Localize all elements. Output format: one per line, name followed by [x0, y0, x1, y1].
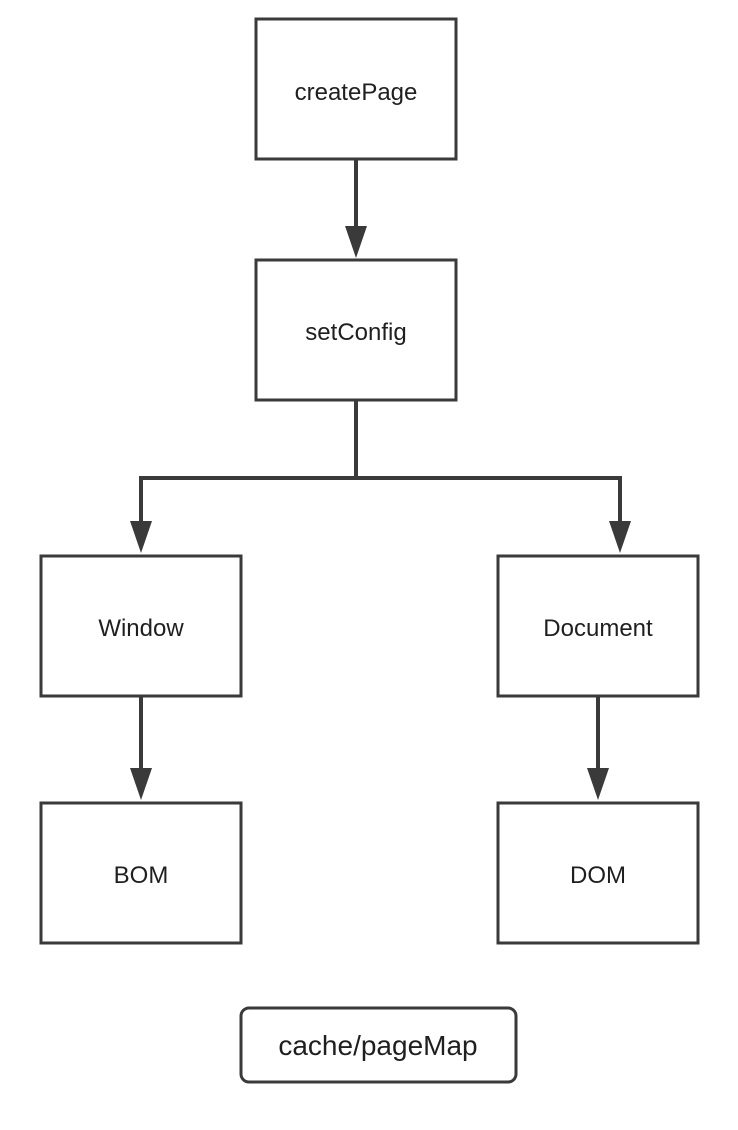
arrowhead-dom: [587, 768, 609, 800]
cache-pagemap-box: cache/pageMap: [239, 1006, 518, 1084]
node-window-box: [39, 554, 243, 698]
node-document-label: Document: [543, 615, 653, 642]
node-setconfig-box: [254, 258, 458, 402]
node-document-box: [496, 554, 700, 698]
node-createpage-box: [254, 17, 458, 161]
node-dom-box: [496, 801, 700, 945]
node-createpage-label: createPage: [295, 79, 418, 106]
node-bom-box: [39, 801, 243, 945]
node-createpage: createPage: [254, 17, 458, 161]
arrowhead-setconfig: [345, 226, 367, 258]
cache-pagemap-rect: [239, 1006, 518, 1084]
node-setconfig: setConfig: [254, 258, 458, 402]
cache-pagemap-label: cache/pageMap: [278, 1030, 477, 1061]
node-setconfig-label: setConfig: [305, 319, 406, 346]
node-dom-label: DOM: [570, 862, 626, 889]
node-window: Window: [39, 554, 243, 698]
node-window-label: Window: [98, 615, 184, 642]
edges: [130, 160, 631, 800]
arrowhead-document: [609, 521, 631, 553]
arrowhead-window: [130, 521, 152, 553]
node-document: Document: [496, 554, 700, 698]
node-bom: BOM: [39, 801, 243, 945]
arrowhead-bom: [130, 768, 152, 800]
node-bom-label: BOM: [114, 862, 169, 889]
node-dom: DOM: [496, 801, 700, 945]
